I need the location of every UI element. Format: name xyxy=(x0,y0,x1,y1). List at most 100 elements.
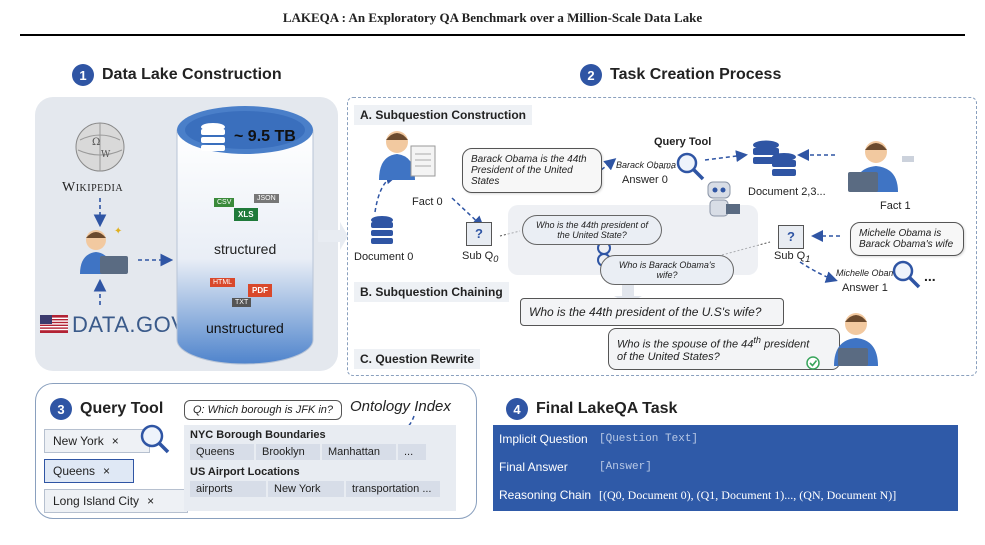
database-icon xyxy=(201,123,225,151)
pdf-icon: PDF xyxy=(248,284,272,297)
table-2-cell: airports xyxy=(190,481,266,497)
reader-person-icon xyxy=(379,131,436,180)
csv-icon: CSV xyxy=(214,198,235,207)
subq0-label: Sub Q0 xyxy=(462,250,499,265)
fact-0-bubble: Barack Obama is the 44th President of th… xyxy=(462,148,602,193)
chip-label: Long Island City xyxy=(53,494,140,508)
table-1-cell: Brooklyn xyxy=(256,444,320,460)
structured-file-icons: CSV XLS JSON xyxy=(214,194,279,228)
svg-text:✦: ✦ xyxy=(114,226,122,237)
structured-label: structured xyxy=(214,241,277,257)
table-2-cell: transportation ... xyxy=(346,481,440,497)
section-3-number: 3 xyxy=(50,398,72,420)
final-row-chain: Reasoning Chain [(Q0, Document 0), (Q1, … xyxy=(493,481,958,509)
data-size: ~ 9.5 TB xyxy=(234,128,296,145)
section-2-label: Task Creation Process xyxy=(610,66,782,83)
subq0-icon: ? xyxy=(466,222,492,246)
table-1-title: NYC Borough Boundaries xyxy=(190,429,326,441)
wikipedia-globe-icon: Ω W xyxy=(75,122,125,172)
subquestion-1-cloud: Who is Barack Obama's wife? xyxy=(600,255,734,285)
section-2-number: 2 xyxy=(580,64,602,86)
chip-label: New York xyxy=(53,434,104,448)
svg-text:W: W xyxy=(101,150,111,160)
chip-label: Queens xyxy=(53,464,96,478)
table-1-cell: Manhattan xyxy=(322,444,396,460)
xls-icon: XLS xyxy=(234,208,258,221)
query-question: Q: Which borough is JFK in? xyxy=(184,400,343,420)
answer-1-name: Michelle Obama xyxy=(836,268,902,278)
answer-1-label: Answer 1 xyxy=(842,282,888,294)
check-icon xyxy=(806,356,820,370)
person-laptop-icon: ✦ xyxy=(80,226,128,274)
chained-question: Who is the 44th president of the U.S's w… xyxy=(520,298,784,326)
header-rule xyxy=(20,34,965,36)
ontology-index-label: Ontology Index xyxy=(350,398,451,415)
subquestion-construction-label: A. Subquestion Construction xyxy=(354,105,532,125)
table-1-cell: Queens xyxy=(190,444,254,460)
robot-icon xyxy=(707,181,740,217)
unstructured-label: unstructured xyxy=(206,320,284,336)
document-0-icon xyxy=(371,216,393,244)
fact-1-bubble: Michelle Obama is Barack Obama's wife xyxy=(850,222,964,256)
wikipedia-label: Wikipedia xyxy=(62,180,124,195)
query-tool-label: Query Tool xyxy=(654,136,712,148)
unstructured-file-icons: HTML PDF TXT xyxy=(210,276,280,310)
section-4-number: 4 xyxy=(506,398,528,420)
ontology-index: NYC Borough Boundaries Queens Brooklyn M… xyxy=(184,425,456,511)
documents-2-3-label: Document 2,3... xyxy=(748,186,826,198)
magnifier-icon-2 xyxy=(892,260,921,289)
query-tool-panel xyxy=(35,383,477,519)
table-2-cell: New York xyxy=(268,481,344,497)
section-1-label: Data Lake Construction xyxy=(102,66,282,83)
close-icon[interactable]: × xyxy=(147,494,155,508)
section-2-title: 2 Task Creation Process xyxy=(580,64,781,86)
subquestion-0-cloud: Who is the 44th president of the United … xyxy=(522,215,662,245)
fact-0-label: Fact 0 xyxy=(412,196,443,208)
laptop-person-icon xyxy=(848,141,914,192)
final-task-box: Implicit Question [Question Text] Final … xyxy=(493,425,958,511)
section-4-title: 4 Final LakeQA Task xyxy=(506,398,677,420)
svg-text:Ω: Ω xyxy=(92,137,100,148)
more-ellipsis: ... xyxy=(924,268,936,284)
final-row-label: Final Answer xyxy=(499,460,568,474)
magnifier-icon-3 xyxy=(140,424,170,454)
close-icon[interactable]: × xyxy=(111,434,119,448)
answer-0-name: Barack Obama xyxy=(616,160,677,170)
close-icon[interactable]: × xyxy=(103,464,111,478)
final-row-answer: Final Answer [Answer] xyxy=(493,453,958,481)
section-3-title: 3 Query Tool xyxy=(50,398,163,420)
fact-1-label: Fact 1 xyxy=(880,200,911,212)
subq1-label: Sub Q1 xyxy=(774,250,811,265)
section-3-label: Query Tool xyxy=(80,400,164,417)
section-1-number: 1 xyxy=(72,64,94,86)
chip-queens[interactable]: Queens × xyxy=(44,459,134,483)
task-creation-panel xyxy=(347,97,977,376)
section-4-label: Final LakeQA Task xyxy=(536,400,678,417)
table-2-title: US Airport Locations xyxy=(190,466,300,478)
subquestion-chaining-label: B. Subquestion Chaining xyxy=(354,282,509,302)
txt-icon: TXT xyxy=(232,298,252,307)
section-1-title: 1 Data Lake Construction xyxy=(72,64,282,86)
final-row-value: [(Q0, Document 0), (Q1, Document 1)..., … xyxy=(599,487,897,502)
answer-0-label: Answer 0 xyxy=(622,174,668,186)
final-row-label: Implicit Question xyxy=(499,432,588,446)
html-icon: HTML xyxy=(210,278,236,287)
data-lake-cylinder xyxy=(176,106,314,365)
magnifier-icon xyxy=(676,152,705,181)
document-0-label: Document 0 xyxy=(354,251,414,263)
chip-new-york[interactable]: New York × xyxy=(44,429,150,453)
question-rewrite-label: C. Question Rewrite xyxy=(354,349,481,369)
final-row-question: Implicit Question [Question Text] xyxy=(493,425,958,453)
subq1-icon: ? xyxy=(778,225,804,249)
final-row-value: [Answer] xyxy=(599,461,652,473)
table-2-row: airports New York transportation ... xyxy=(190,481,450,497)
datagov-label: DATA.GOV xyxy=(72,312,187,337)
json-icon: JSON xyxy=(254,194,279,203)
final-row-label: Reasoning Chain xyxy=(499,488,592,502)
final-row-value: [Question Text] xyxy=(599,433,699,445)
chip-long-island-city[interactable]: Long Island City × xyxy=(44,489,188,513)
reviewer-person-icon xyxy=(834,313,878,366)
us-flag-icon xyxy=(40,315,68,333)
